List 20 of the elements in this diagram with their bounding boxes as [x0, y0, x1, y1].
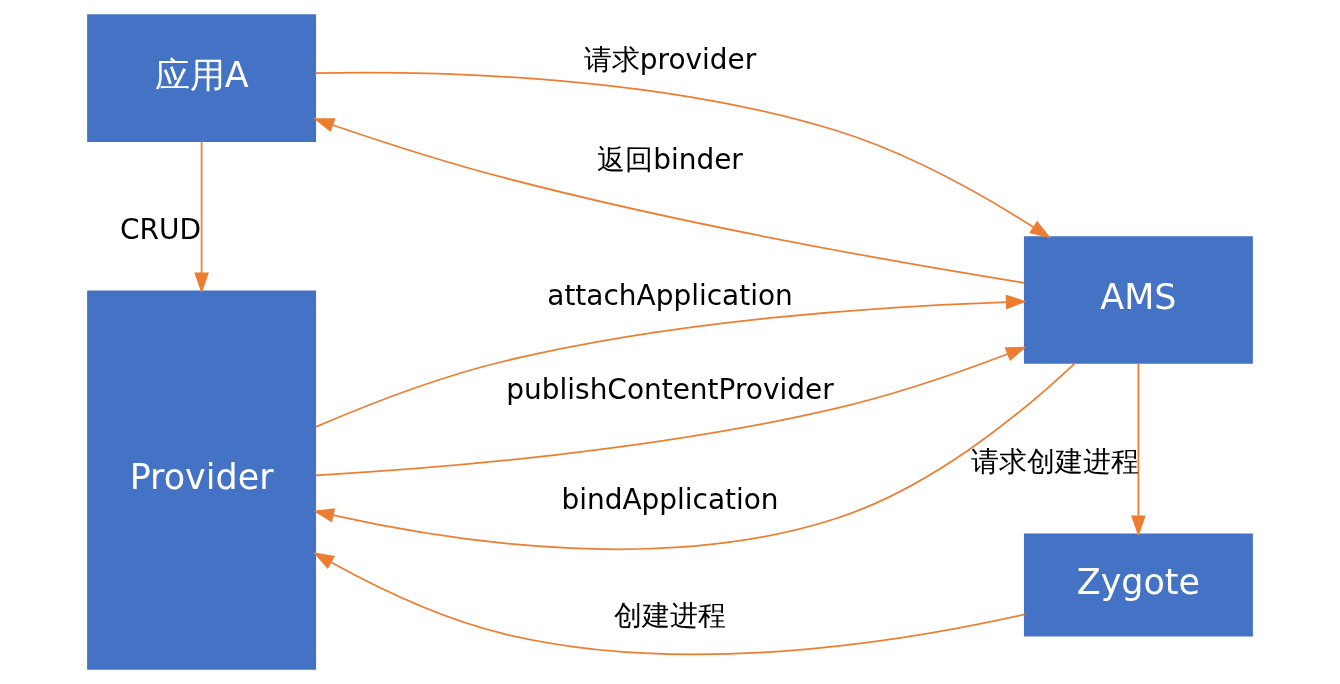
edge-label: 请求创建进程 [971, 444, 1140, 478]
arrow [313, 362, 1076, 551]
arrow [194, 140, 209, 294]
edge-label: 创建进程 [614, 598, 726, 632]
node-box: Zygote [1023, 533, 1253, 637]
arrow [313, 118, 1026, 284]
edge-label: CRUD [120, 212, 201, 246]
edge-label: 返回binder [597, 142, 743, 176]
edge-label: publishContentProvider [506, 373, 834, 407]
node-box: AMS [1023, 236, 1253, 364]
edge-label: attachApplication [547, 278, 793, 312]
node-box: Provider [87, 290, 317, 670]
edge-label: 请求provider [583, 43, 757, 76]
arrow [314, 294, 1027, 428]
arrow [313, 552, 1026, 656]
node-box: 应用A [87, 14, 317, 142]
arrow [314, 346, 1027, 477]
edge-label: bindApplication [561, 483, 779, 517]
arrow [314, 71, 1051, 239]
arrow [1131, 362, 1146, 537]
